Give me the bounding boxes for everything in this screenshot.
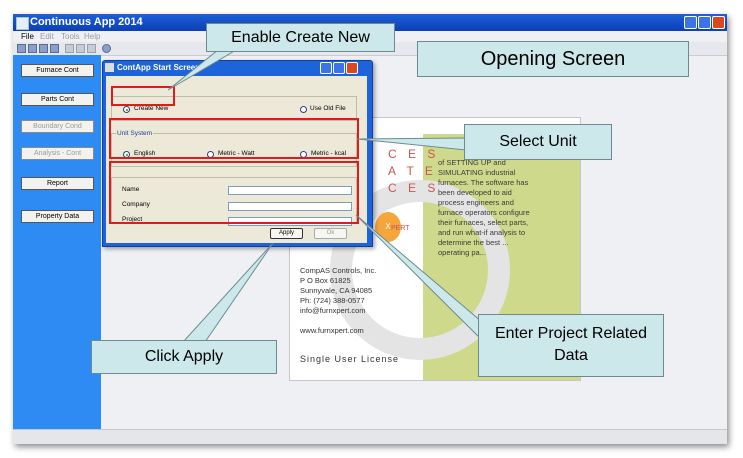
- company-label: Company: [122, 201, 150, 208]
- splash-title-letters: C E S A T E C E S: [388, 146, 439, 197]
- unit-system-group: Unit System English Metric - Watt Metric…: [111, 130, 357, 167]
- name-label: Name: [122, 186, 140, 193]
- paste-icon[interactable]: [87, 44, 96, 53]
- opening-screen-callout: Opening Screen: [417, 41, 689, 77]
- callout-text-line1: Enter Project Related: [494, 325, 648, 342]
- splash-description: of SETTING UP and SIMULATING industrial …: [438, 158, 530, 257]
- analysis-cont-button[interactable]: Analysis - Cont: [21, 147, 94, 160]
- unit-system-label: Unit System: [116, 130, 154, 137]
- property-data-button[interactable]: Property Data: [21, 210, 94, 223]
- select-unit-callout: Select Unit: [464, 124, 612, 160]
- cut-icon[interactable]: [65, 44, 74, 53]
- splash-letters-row: C E S: [388, 147, 440, 161]
- app-icon: [16, 17, 29, 30]
- use-old-file-label: Use Old File: [310, 105, 346, 112]
- logo-text: PERT: [391, 225, 410, 232]
- minimize-icon[interactable]: [684, 16, 697, 29]
- project-data-pointer: [355, 214, 483, 342]
- close-icon[interactable]: [712, 16, 725, 29]
- sidebar: Furnace Cont Parts Cont Boundary Cond An…: [13, 55, 101, 429]
- create-new-label: Create New: [134, 105, 169, 112]
- callout-text: Select Unit: [499, 133, 577, 150]
- license-text: Single User License: [300, 354, 400, 364]
- parts-cont-button[interactable]: Parts Cont: [21, 93, 94, 106]
- save-icon[interactable]: [39, 44, 48, 53]
- project-field[interactable]: [228, 217, 352, 226]
- help-icon[interactable]: [102, 44, 111, 53]
- copy-icon[interactable]: [76, 44, 85, 53]
- dialog-icon: [105, 63, 114, 72]
- create-new-radio[interactable]: [123, 106, 130, 113]
- menu-edit[interactable]: Edit: [40, 32, 54, 41]
- boundary-cond-button[interactable]: Boundary Cond: [21, 120, 94, 133]
- click-apply-callout: Click Apply: [91, 340, 277, 374]
- project-label: Project: [122, 216, 143, 223]
- company-address: CompAS Controls, Inc. P O Box 61825 Sunn…: [300, 266, 377, 335]
- callout-text: Enable Create New: [231, 29, 370, 46]
- maximize-icon[interactable]: [698, 16, 711, 29]
- enable-create-new-callout: Enable Create New: [206, 23, 395, 52]
- metric-watt-label: Metric - Watt: [218, 150, 255, 157]
- print-icon[interactable]: [50, 44, 59, 53]
- report-button[interactable]: Report: [21, 177, 94, 190]
- file-option-group: Create New Use Old File: [111, 96, 357, 121]
- title-bar: Continuous App 2014: [13, 14, 727, 31]
- project-data-callout: Enter Project Related Data: [478, 314, 664, 377]
- menu-tools[interactable]: Tools: [61, 32, 80, 41]
- apply-button[interactable]: Apply: [270, 228, 303, 239]
- splash-letters-row: A T E: [388, 164, 437, 178]
- start-screen-dialog: ContApp Start Screen Create New Use Old …: [102, 60, 373, 247]
- company-field[interactable]: [228, 202, 352, 211]
- click-apply-pointer: [181, 242, 274, 343]
- menu-file[interactable]: File: [21, 32, 34, 41]
- status-bar: [13, 429, 727, 444]
- dialog-minimize-icon[interactable]: [320, 62, 332, 74]
- window-title: Continuous App 2014: [30, 16, 143, 28]
- name-field[interactable]: [228, 186, 352, 195]
- furnace-cont-button[interactable]: Furnace Cont: [21, 64, 94, 77]
- callout-text-line2: Data: [554, 347, 588, 364]
- dialog-close-icon[interactable]: [346, 62, 358, 74]
- create-new-highlight: [111, 86, 175, 106]
- project-data-highlight: [109, 161, 359, 224]
- use-old-file-radio[interactable]: [300, 106, 307, 113]
- new-file-icon[interactable]: [17, 44, 26, 53]
- callout-text: Click Apply: [144, 348, 224, 365]
- dialog-title: ContApp Start Screen: [117, 63, 201, 72]
- menu-help[interactable]: Help: [84, 32, 101, 41]
- callout-text: Opening Screen: [480, 48, 626, 70]
- open-file-icon[interactable]: [28, 44, 37, 53]
- english-label: English: [134, 150, 156, 157]
- splash-letters-row: C E S: [388, 181, 440, 195]
- select-unit-pointer: [356, 137, 467, 151]
- metric-kcal-label: Metric - kcal: [311, 150, 347, 157]
- dialog-maximize-icon[interactable]: [333, 62, 345, 74]
- ok-button[interactable]: Ok: [314, 228, 347, 239]
- enable-create-new-pointer: [167, 49, 238, 91]
